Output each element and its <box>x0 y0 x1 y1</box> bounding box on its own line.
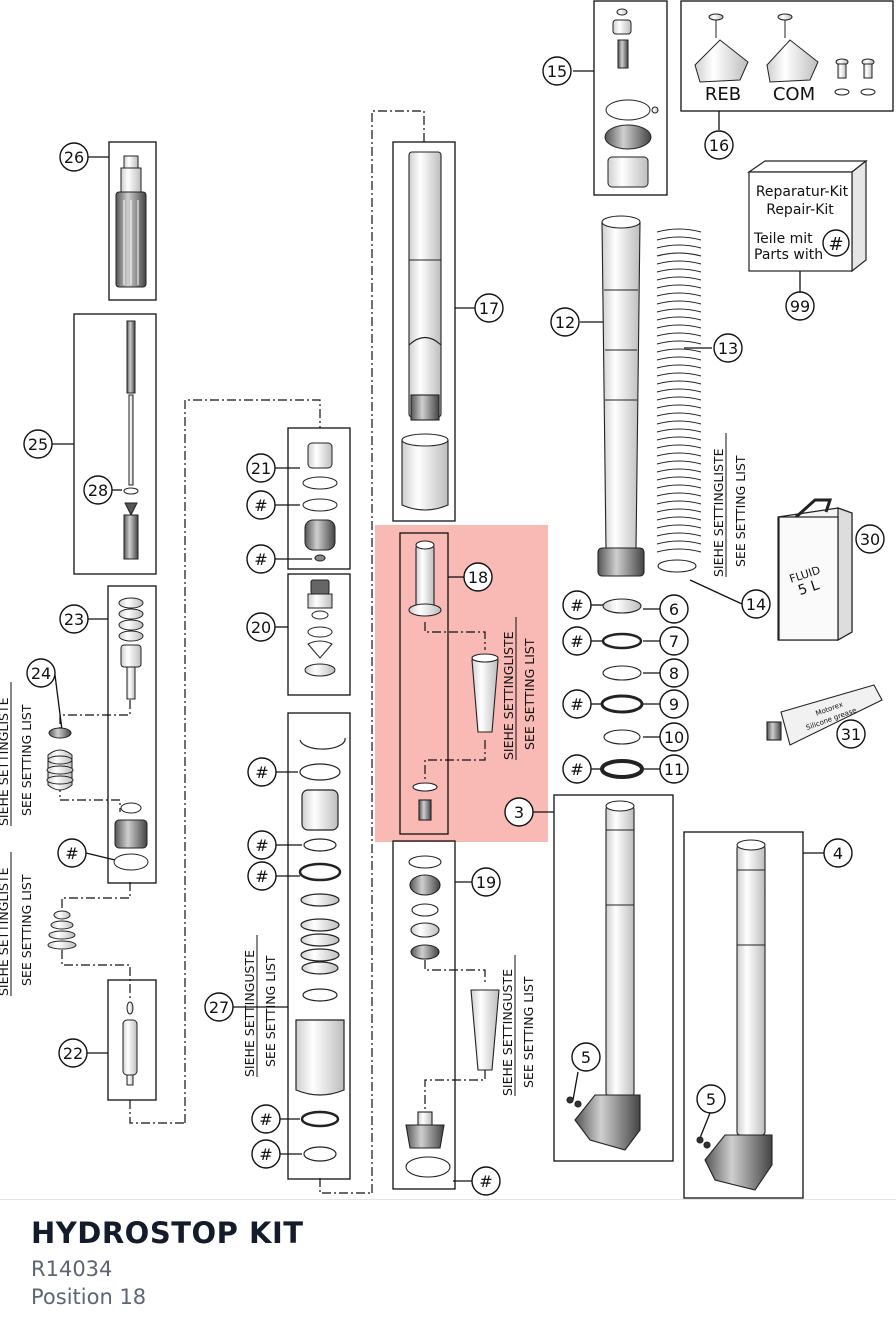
callout-hash-19[interactable]: # <box>479 1172 492 1191</box>
part-cone-spring-left <box>47 910 77 950</box>
part-info-footer: HYDROSTOP KIT R14034 Position 18 <box>0 1199 896 1336</box>
callout-hash-6[interactable]: # <box>570 596 583 615</box>
callout-hash-7[interactable]: # <box>570 632 583 651</box>
callout-labels: 26 25 28 23 24 # 22 21 # # 20 # # # 27 #… <box>28 62 880 1191</box>
part-25-needle <box>123 320 139 560</box>
setting-note-27-en: SEE SETTING LIST <box>263 955 278 1067</box>
callout-3[interactable]: 3 <box>514 803 524 822</box>
callout-21[interactable]: 21 <box>251 459 271 478</box>
fluid-volume: 5 L <box>796 577 821 599</box>
part-4-inner-tube <box>696 839 773 1191</box>
highlight-position-18[interactable] <box>375 525 548 842</box>
callout-31[interactable]: 31 <box>841 725 861 744</box>
callout-hash-left[interactable]: # <box>65 844 78 863</box>
callout-5b[interactable]: 5 <box>706 1090 716 1109</box>
callout-hash-27d[interactable]: # <box>259 1110 272 1129</box>
part-number: R14034 <box>31 1257 113 1281</box>
callout-hash-27b[interactable]: # <box>255 836 268 855</box>
callout-hash-21b[interactable]: # <box>254 550 267 569</box>
setting-note-left-1-de: SIEHE SETTINGLISTE <box>0 697 11 826</box>
rebound-label: REB <box>705 84 741 105</box>
repair-kit-hash-circle <box>822 229 850 257</box>
setting-note-18-en[interactable]: SEE SETTING LIST <box>522 638 537 750</box>
part-18-hydrostop[interactable] <box>408 540 499 821</box>
callout-15[interactable]: 15 <box>547 62 567 81</box>
parts-6-11-seals <box>600 598 644 779</box>
part-16-adjuster-clamps <box>694 13 876 96</box>
callout-9[interactable]: 9 <box>669 695 679 714</box>
repair-kit-label-en: Repair-Kit <box>766 202 834 218</box>
part-19-rebound-valve <box>405 855 500 1178</box>
callout-17[interactable]: 17 <box>479 299 499 318</box>
callout-27[interactable]: 27 <box>209 998 229 1017</box>
part-15-top-cap <box>604 8 659 188</box>
setting-note-19-en: SEE SETTING LIST <box>521 976 536 1088</box>
callout-20[interactable]: 20 <box>251 618 271 637</box>
callout-10[interactable]: 10 <box>664 728 684 747</box>
callout-14[interactable]: 14 <box>746 595 766 614</box>
callouts[interactable] <box>23 56 885 1196</box>
callout-26[interactable]: 26 <box>64 148 84 167</box>
part-3-inner-tube <box>566 800 641 1151</box>
callout-8[interactable]: 8 <box>669 664 679 683</box>
callout-18[interactable]: 18 <box>468 568 488 587</box>
repair-kit-hash: # <box>828 234 843 255</box>
callout-4[interactable]: 4 <box>833 844 843 863</box>
part-22-rod-end <box>122 1001 138 1086</box>
parts-with-en: Parts with <box>754 247 823 263</box>
callout-hash-9[interactable]: # <box>570 695 583 714</box>
leader-lines <box>51 70 824 1182</box>
callout-7[interactable]: 7 <box>669 632 679 651</box>
callout-6[interactable]: 6 <box>669 600 679 619</box>
part-27-mid-valve <box>295 737 346 1162</box>
parts-with-de: Teile mit <box>753 231 813 247</box>
setting-note-left-2-de: SIEHE SETTINGLISTE <box>0 867 11 996</box>
callout-13[interactable]: 13 <box>718 339 738 358</box>
setting-notes: SIEHE SETTINGLISTE SEE SETTING LIST SIEH… <box>0 448 748 1096</box>
repair-kit-label-de: Reparatur-Kit <box>756 184 849 200</box>
callout-25[interactable]: 25 <box>28 435 48 454</box>
callout-11[interactable]: 11 <box>664 760 684 779</box>
setting-note-27-de: SIEHE SETTINGUSTE <box>242 950 257 1077</box>
setting-note-13-de: SIEHE SETTINGLISTE <box>711 448 726 577</box>
callout-12[interactable]: 12 <box>555 313 575 332</box>
callout-hash-21a[interactable]: # <box>254 496 267 515</box>
part-30-fork-oil <box>777 498 853 642</box>
part-23-valve <box>113 597 149 871</box>
callout-hash-27e[interactable]: # <box>259 1145 272 1164</box>
callout-5a[interactable]: 5 <box>581 1048 591 1067</box>
setting-note-18-de[interactable]: SIEHE SETTINGLISTE <box>501 631 516 760</box>
setting-note-13-en: SEE SETTING LIST <box>733 455 748 567</box>
callout-19[interactable]: 19 <box>476 873 496 892</box>
part-title: HYDROSTOP KIT <box>31 1216 304 1250</box>
callout-99[interactable]: 99 <box>790 297 810 316</box>
callout-hash-27c[interactable]: # <box>255 867 268 886</box>
setting-note-left-2-en: SEE SETTING LIST <box>19 874 34 986</box>
callout-hash-27a[interactable]: # <box>255 763 268 782</box>
part-31-grease <box>766 684 883 746</box>
part-13-spring <box>656 228 702 573</box>
part-20-check-valve <box>304 579 336 677</box>
callout-22[interactable]: 22 <box>63 1044 83 1063</box>
exploded-parts-diagram: REB COM <box>0 0 894 1199</box>
callout-24[interactable]: 24 <box>31 664 51 683</box>
part-position: Position 18 <box>31 1285 147 1309</box>
setting-note-left-1-en: SEE SETTING LIST <box>19 704 34 816</box>
compression-label: COM <box>773 84 815 105</box>
part-21-base-valve <box>302 442 338 562</box>
callout-16[interactable]: 16 <box>709 136 729 155</box>
part-26-adjuster <box>115 155 147 288</box>
part-12-outer-tube <box>597 215 645 577</box>
setting-underlines <box>10 433 727 1096</box>
callout-hash-11[interactable]: # <box>570 760 583 779</box>
part-17-cartridge <box>401 151 449 511</box>
setting-note-19-de: SIEHE SETTINGUSTE <box>500 969 515 1096</box>
callout-30[interactable]: 30 <box>860 530 880 549</box>
callout-23[interactable]: 23 <box>64 610 84 629</box>
part-24-piston <box>46 727 74 791</box>
callout-28[interactable]: 28 <box>88 481 108 500</box>
